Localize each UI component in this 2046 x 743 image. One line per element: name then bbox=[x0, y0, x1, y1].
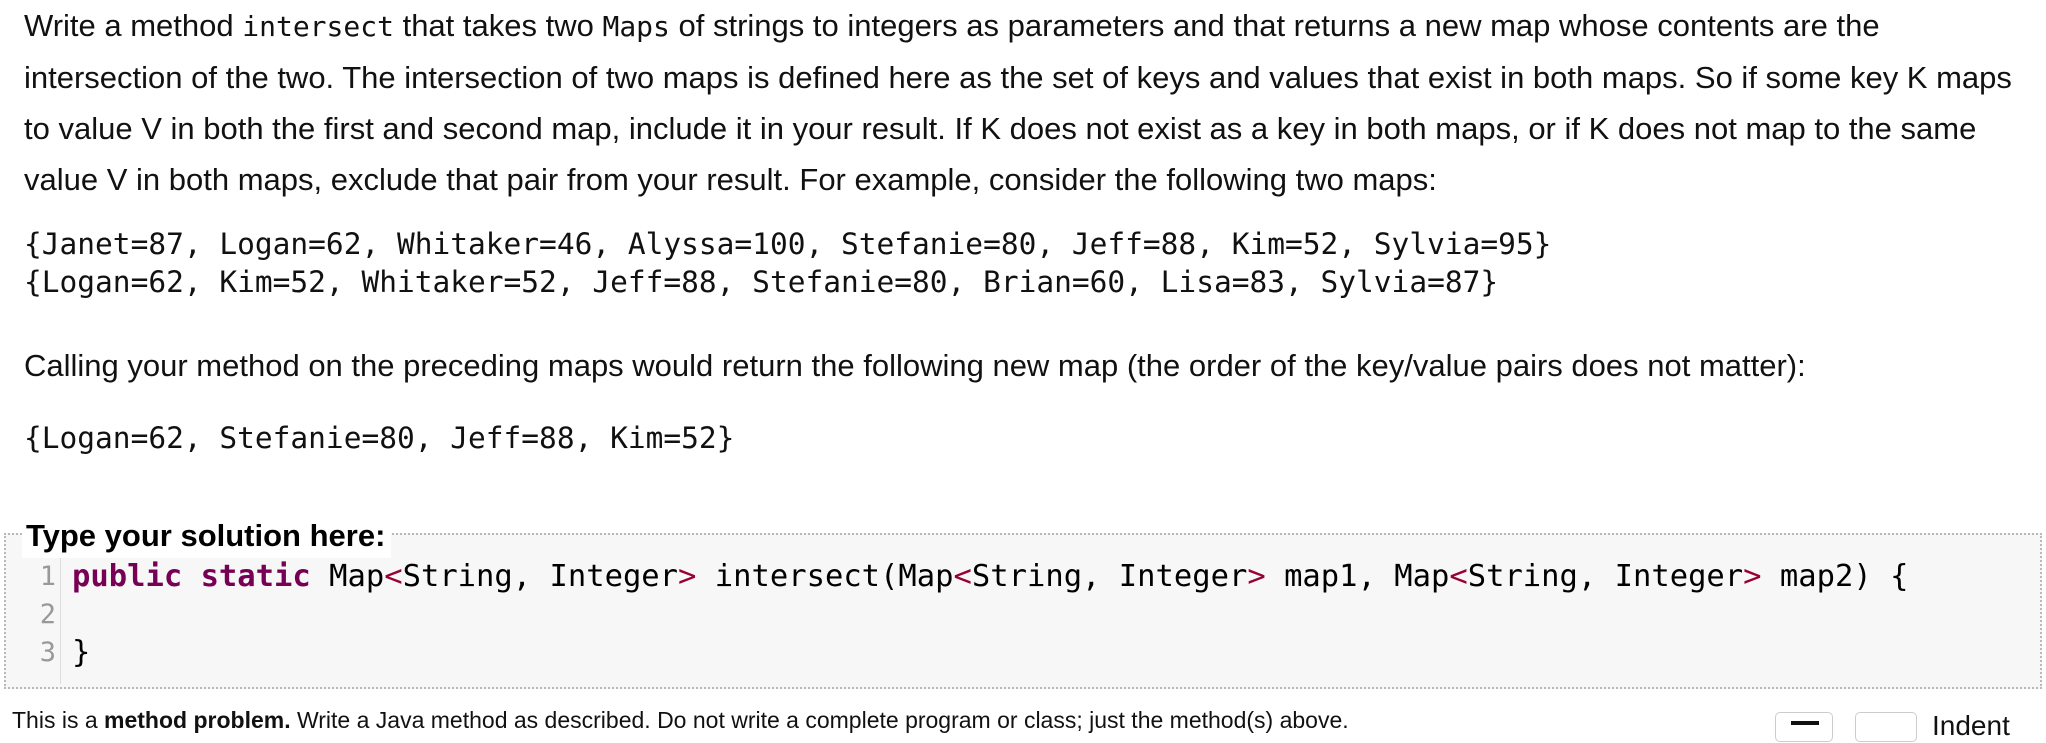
footer-bold-text: method problem. bbox=[104, 707, 291, 733]
generic-bracket: > bbox=[1247, 559, 1266, 594]
code-editor[interactable]: 1 2 3 public static Map<String, Integer>… bbox=[10, 558, 2036, 684]
code-token: intersect(Map bbox=[696, 559, 954, 594]
example-map-2: {Logan=62, Kim=52, Whitaker=52, Jeff=88,… bbox=[24, 265, 1499, 299]
code-token: String, Integer bbox=[1467, 559, 1744, 594]
indent-label: Indent bbox=[1932, 710, 2010, 741]
solution-legend: Type your solution here: bbox=[22, 514, 392, 558]
code-token: Map bbox=[329, 559, 385, 594]
keyword-static: static bbox=[200, 559, 311, 594]
code-line-3[interactable]: } bbox=[72, 635, 91, 670]
keyword-public: public bbox=[72, 559, 183, 594]
generic-bracket: < bbox=[384, 559, 403, 594]
solution-fieldset bbox=[4, 533, 2042, 689]
footer-note: This is a method problem. Write a Java m… bbox=[12, 703, 1349, 737]
generic-bracket: < bbox=[1449, 559, 1468, 594]
code-token: map1, Map bbox=[1265, 559, 1450, 594]
problem-description-paragraph: Write a method intersect that takes two … bbox=[24, 0, 2034, 205]
generic-bracket: > bbox=[678, 559, 697, 594]
line-number: 2 bbox=[39, 599, 56, 630]
line-number: 1 bbox=[39, 561, 56, 592]
description-text: that takes two bbox=[393, 8, 603, 43]
minus-bar-icon[interactable] bbox=[1775, 712, 1833, 742]
calling-description: Calling your method on the preceding map… bbox=[24, 348, 1806, 383]
problem-description: Write a method intersect that takes two … bbox=[24, 0, 2034, 205]
result-example-map: {Logan=62, Stefanie=80, Jeff=88, Kim=52} bbox=[24, 421, 735, 455]
code-token: String, Integer bbox=[971, 559, 1248, 594]
indent-size-box[interactable] bbox=[1855, 712, 1917, 742]
line-number: 3 bbox=[39, 637, 56, 668]
generic-bracket: < bbox=[953, 559, 972, 594]
method-name-code: intersect bbox=[242, 10, 394, 43]
generic-bracket: > bbox=[1743, 559, 1762, 594]
example-map-1: {Janet=87, Logan=62, Whitaker=46, Alyssa… bbox=[24, 227, 1552, 261]
minus-bar-glyph bbox=[1791, 721, 1819, 725]
line-number-gutter: 1 2 3 bbox=[10, 558, 61, 684]
footer-text: Write a Java method as described. Do not… bbox=[290, 707, 1349, 733]
description-text: Write a method bbox=[24, 8, 243, 43]
example-maps: {Janet=87, Logan=62, Whitaker=46, Alyssa… bbox=[24, 225, 1551, 301]
footer-text: This is a bbox=[12, 707, 105, 733]
description-text: of strings to integers as parameters and… bbox=[24, 8, 2012, 197]
code-token: String, Integer bbox=[402, 559, 679, 594]
code-token: map2) { bbox=[1761, 559, 1909, 594]
maps-type-code: Maps bbox=[602, 10, 670, 43]
code-line-1[interactable]: public static Map<String, Integer> inter… bbox=[72, 558, 1908, 596]
